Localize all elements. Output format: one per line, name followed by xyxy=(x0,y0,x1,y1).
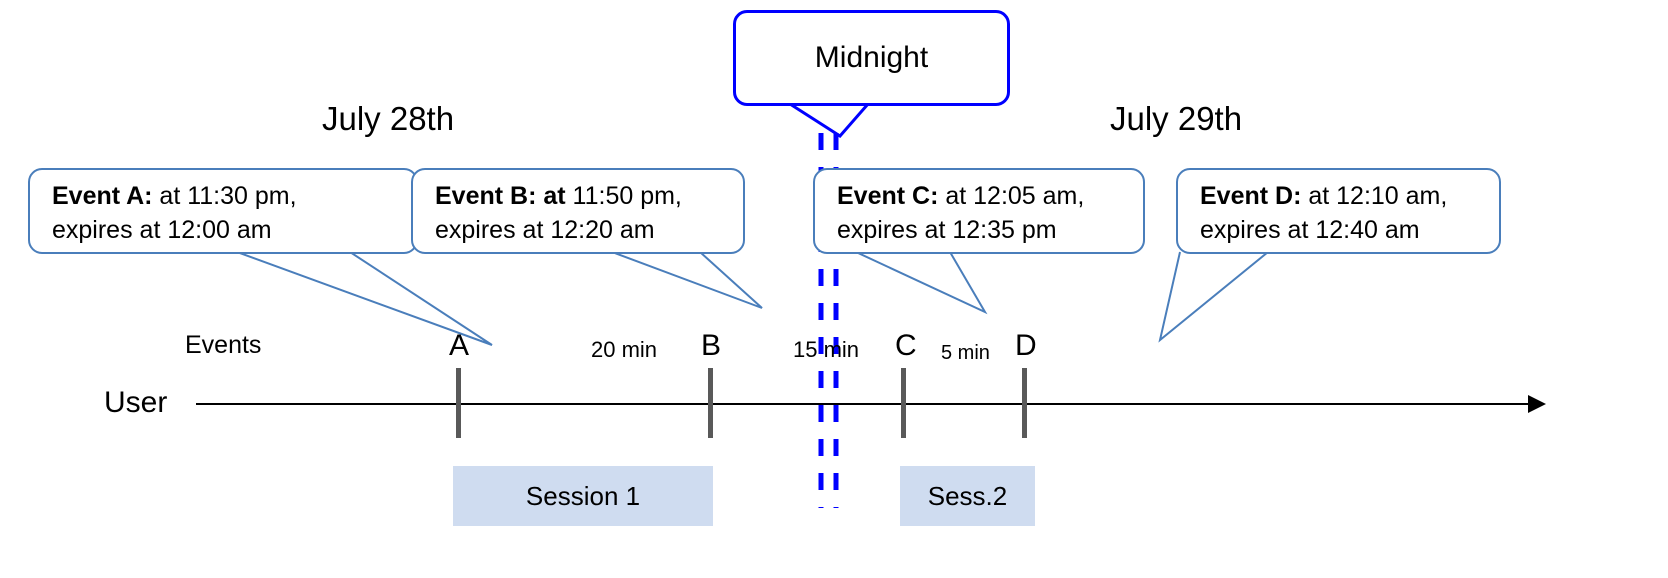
callout-d-rest: at 12:10 am, xyxy=(1301,182,1448,210)
timeline-axis xyxy=(196,403,1531,405)
tick-event-a xyxy=(456,368,461,438)
session-1-label: Session 1 xyxy=(525,480,641,511)
callout-event-a: Event A: at 11:30 pm, expires at 12:00 a… xyxy=(28,168,418,254)
callout-b-rest: 11:50 pm, xyxy=(565,182,682,210)
callout-a-rest: at 11:30 pm, xyxy=(152,182,297,210)
callout-event-d: Event D: at 12:10 am, expires at 12:40 a… xyxy=(1176,168,1501,254)
events-row-label: Events xyxy=(185,331,262,359)
callout-event-c: Event C: at 12:05 am, expires at 12:35 p… xyxy=(813,168,1145,254)
leader-event-b xyxy=(611,251,763,309)
leader-event-c xyxy=(855,251,988,315)
marker-label-c: C xyxy=(895,329,917,362)
interval-label-15-min: 15 min xyxy=(793,337,860,362)
interval-label-5-min: 5 min xyxy=(941,342,990,364)
date-label-july-28: July 28th xyxy=(322,100,455,137)
callout-c-rest: at 12:05 am, xyxy=(938,182,1085,210)
callout-a-bold: Event A: xyxy=(52,182,153,210)
tick-event-c xyxy=(901,368,906,438)
midnight-bubble-tail xyxy=(789,102,870,138)
callout-event-b: Event B: at 11:50 pm, expires at 12:20 a… xyxy=(411,168,745,254)
callout-c-line2: expires at 12:35 pm xyxy=(837,215,1057,244)
callout-c-bold: Event C: xyxy=(837,182,939,210)
session-band-1: Session 1 xyxy=(453,466,713,526)
leader-event-d xyxy=(1158,251,1269,343)
timeline-arrow-icon xyxy=(1528,395,1546,413)
callout-b-line2: expires at 12:20 am xyxy=(435,215,655,244)
callout-a-line2: expires at 12:00 am xyxy=(52,215,272,244)
tick-event-b xyxy=(708,368,713,438)
callout-b-bold: Event B: at xyxy=(435,182,566,210)
callout-d-line2: expires at 12:40 am xyxy=(1200,215,1420,244)
session-band-2: Sess.2 xyxy=(900,466,1035,526)
session-2-label: Sess.2 xyxy=(927,480,1008,511)
marker-label-a: A xyxy=(449,329,470,362)
midnight-label: Midnight xyxy=(814,41,929,74)
tick-event-d xyxy=(1022,368,1027,438)
interval-label-20-min: 20 min xyxy=(591,337,658,362)
callout-d-bold: Event D: xyxy=(1200,182,1302,210)
midnight-callout: Midnight xyxy=(733,10,1010,106)
marker-label-b: B xyxy=(701,329,722,362)
marker-label-d: D xyxy=(1015,329,1037,362)
user-row-label: User xyxy=(104,386,168,419)
date-label-july-29: July 29th xyxy=(1110,100,1243,137)
